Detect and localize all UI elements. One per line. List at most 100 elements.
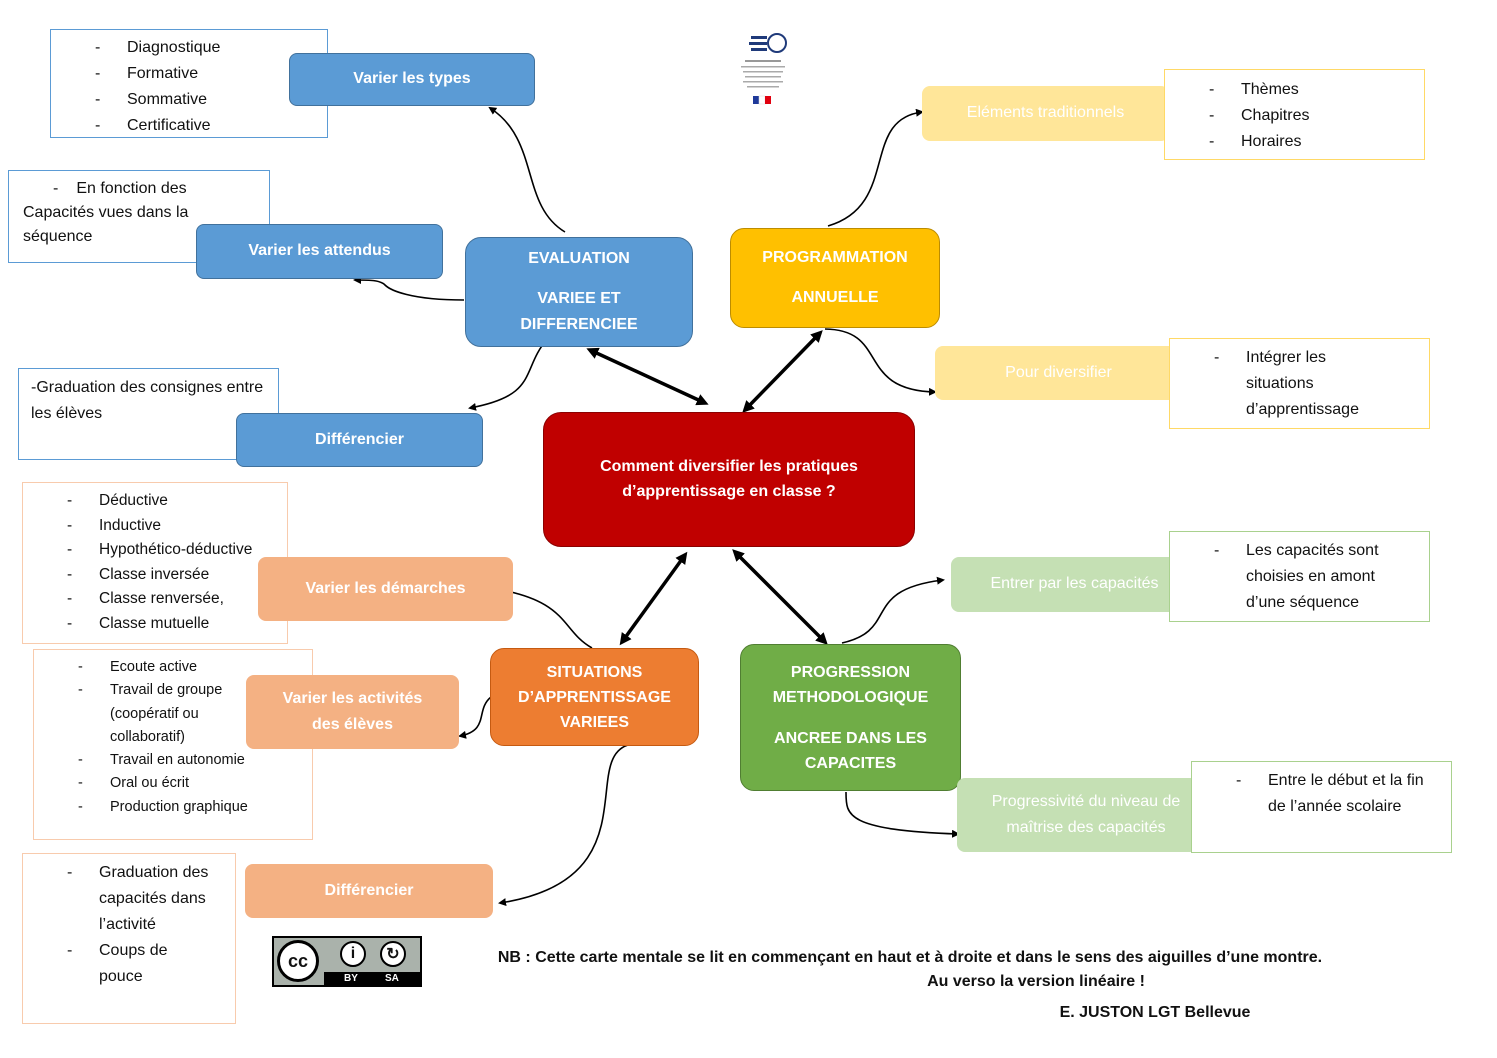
by-label: BY — [344, 973, 358, 984]
situations-title: SITUATIONS D’APPRENTISSAGE VARIEES — [518, 663, 671, 731]
node-progression: PROGRESSION METHODOLOGIQUE ANCREE DANS L… — [740, 644, 961, 791]
branch-pour-diversifier: Pour diversifier — [935, 346, 1182, 400]
link-center-situations — [619, 551, 688, 646]
link-center-programmation — [742, 330, 823, 413]
list-item: Diagnostique — [51, 35, 327, 61]
branch-varier-demarches: Varier les démarches — [258, 557, 513, 621]
link-programmation-traditionnels — [827, 108, 924, 227]
branch-label: Eléments traditionnels — [966, 104, 1125, 122]
list-item: Entre le début et la fin de l’année scol… — [1192, 768, 1451, 820]
branch-label: Varier les activités des élèves — [282, 690, 423, 733]
branch-evaluation-differencier: Différencier — [236, 413, 483, 467]
central-question-text: Comment diversifier les pratiques d’appr… — [600, 457, 858, 500]
list-item: Graduation des capacités dans l’activité — [23, 860, 235, 938]
list-item: Coups de pouce — [23, 938, 235, 990]
list-item: Travail de groupe (coopératif ou collabo… — [34, 679, 312, 749]
branch-label: Progressivité du niveau de maîtrise des … — [991, 793, 1181, 836]
branch-varier-types: Varier les types — [289, 53, 535, 106]
link-evaluation-attendus — [353, 276, 465, 301]
cc-logo-icon: cc — [277, 940, 319, 982]
annee-list: Entre le début et la fin de l’année scol… — [1192, 768, 1451, 820]
note-programmation-traditionnels: Thèmes Chapitres Horaires — [1164, 69, 1425, 160]
branch-label: Varier les types — [353, 70, 471, 88]
branch-situations-differencier: Différencier — [245, 864, 493, 918]
evaluation-title-2: VARIEE ET DIFFERENCIEE — [520, 290, 638, 333]
central-question: Comment diversifier les pratiques d’appr… — [543, 412, 915, 547]
branch-label: Différencier — [315, 430, 404, 448]
link-center-progression — [732, 549, 828, 645]
branch-label: Différencier — [324, 881, 414, 899]
list-item: Intégrer les situations d’apprentissage — [1170, 345, 1429, 423]
sa-label: SA — [385, 973, 399, 984]
link-center-evaluation — [586, 347, 709, 406]
differencier-list: Graduation des capacités dans l’activité… — [23, 860, 235, 990]
note-programmation-diversifier: Intégrer les situations d’apprentissage — [1169, 338, 1430, 429]
note-evaluation-types: Diagnostique Formative Sommative Certifi… — [50, 29, 328, 139]
node-programmation: PROGRAMMATION ANNUELLE — [730, 228, 940, 328]
footer-author: E. JUSTON LGT Bellevue — [1059, 1004, 1251, 1021]
list-item: Déductive — [23, 489, 287, 514]
node-evaluation: EVALUATION VARIEE ET DIFFERENCIEE — [465, 237, 693, 347]
node-situations: SITUATIONS D’APPRENTISSAGE VARIEES — [490, 648, 699, 746]
note-evaluation-differencier: -Graduation des consignes entre les élèv… — [18, 368, 279, 460]
evaluation-types-list: Diagnostique Formative Sommative Certifi… — [51, 35, 327, 139]
link-situations-differencier — [498, 744, 629, 907]
cc-strip — [324, 972, 420, 985]
traditionnels-list: Thèmes Chapitres Horaires — [1165, 77, 1424, 155]
cc-license-badge: cc i ↻ BY SA — [272, 936, 422, 987]
list-item: Classe inversée — [23, 563, 287, 588]
link-progression-progressivite — [845, 791, 960, 838]
branch-label: Pour diversifier — [1005, 363, 1112, 381]
list-item: Thèmes — [1165, 77, 1424, 103]
list-item: Travail en autonomie — [34, 749, 312, 773]
note-progression-capacites: Les capacités sont choisies en amont d’u… — [1169, 531, 1430, 622]
progression-title-2: ANCREE DANS LES CAPACITES — [774, 729, 927, 772]
ministry-logo — [741, 33, 787, 105]
list-item: Sommative — [51, 87, 327, 113]
evaluation-title-1: EVALUATION — [528, 250, 630, 267]
attendus-text: En fonction des Capacités vues dans la s… — [23, 180, 189, 245]
note-progression-annee: Entre le début et la fin de l’année scol… — [1191, 761, 1452, 853]
list-item: Inductive — [23, 514, 287, 539]
branch-entrer-capacites: Entrer par les capacités — [951, 557, 1198, 612]
diversifier-list: Intégrer les situations d’apprentissage — [1170, 345, 1429, 423]
list-item: Certificative — [51, 113, 327, 139]
branch-progressivite: Progressivité du niveau de maîtrise des … — [957, 778, 1215, 852]
programmation-title-2: ANNUELLE — [791, 289, 879, 306]
activites-list: Ecoute active Travail de groupe (coopéra… — [34, 656, 312, 819]
branch-varier-attendus: Varier les attendus — [196, 224, 443, 279]
by-icon: i — [340, 941, 366, 967]
link-situations-activites — [458, 696, 492, 739]
branch-varier-activites: Varier les activités des élèves — [246, 675, 459, 749]
programmation-title-1: PROGRAMMATION — [762, 249, 908, 266]
list-item: Chapitres — [1165, 103, 1424, 129]
list-item: Formative — [51, 61, 327, 87]
list-item: Production graphique — [34, 796, 312, 820]
branch-label: Varier les démarches — [305, 579, 466, 597]
attendus-bullet: - — [53, 180, 59, 197]
footer-nb-line2: Au verso la version linéaire ! — [927, 973, 1145, 990]
list-item: Hypothético-déductive — [23, 538, 287, 563]
list-item: Ecoute active — [34, 656, 312, 680]
list-item: Classe mutuelle — [23, 612, 287, 637]
list-item: Oral ou écrit — [34, 772, 312, 796]
list-item: Horaires — [1165, 129, 1424, 155]
graduation-text: -Graduation des consignes entre les élèv… — [31, 379, 264, 422]
footer-nb-line1: NB : Cette carte mentale se lit en comme… — [497, 949, 1323, 966]
branch-label: Varier les attendus — [248, 242, 391, 260]
note-situations-demarches: Déductive Inductive Hypothético-déductiv… — [22, 482, 288, 644]
list-item: Classe renversée, — [23, 587, 287, 612]
link-evaluation-differencier — [468, 337, 549, 411]
note-situations-differencier: Graduation des capacités dans l’activité… — [22, 853, 236, 1024]
cc-text: cc — [287, 950, 309, 971]
list-item: Les capacités sont choisies en amont d’u… — [1170, 538, 1429, 616]
link-evaluation-types — [488, 106, 566, 233]
branch-elements-traditionnels: Eléments traditionnels — [922, 86, 1169, 141]
branch-label: Entrer par les capacités — [990, 575, 1159, 593]
progression-title-1: PROGRESSION METHODOLOGIQUE — [772, 663, 929, 706]
sa-icon: ↻ — [380, 941, 406, 967]
link-progression-capacites — [841, 576, 945, 644]
link-programmation-diversifier — [824, 328, 937, 396]
demarches-list: Déductive Inductive Hypothético-déductiv… — [23, 489, 287, 637]
capacites-list: Les capacités sont choisies en amont d’u… — [1170, 538, 1429, 616]
